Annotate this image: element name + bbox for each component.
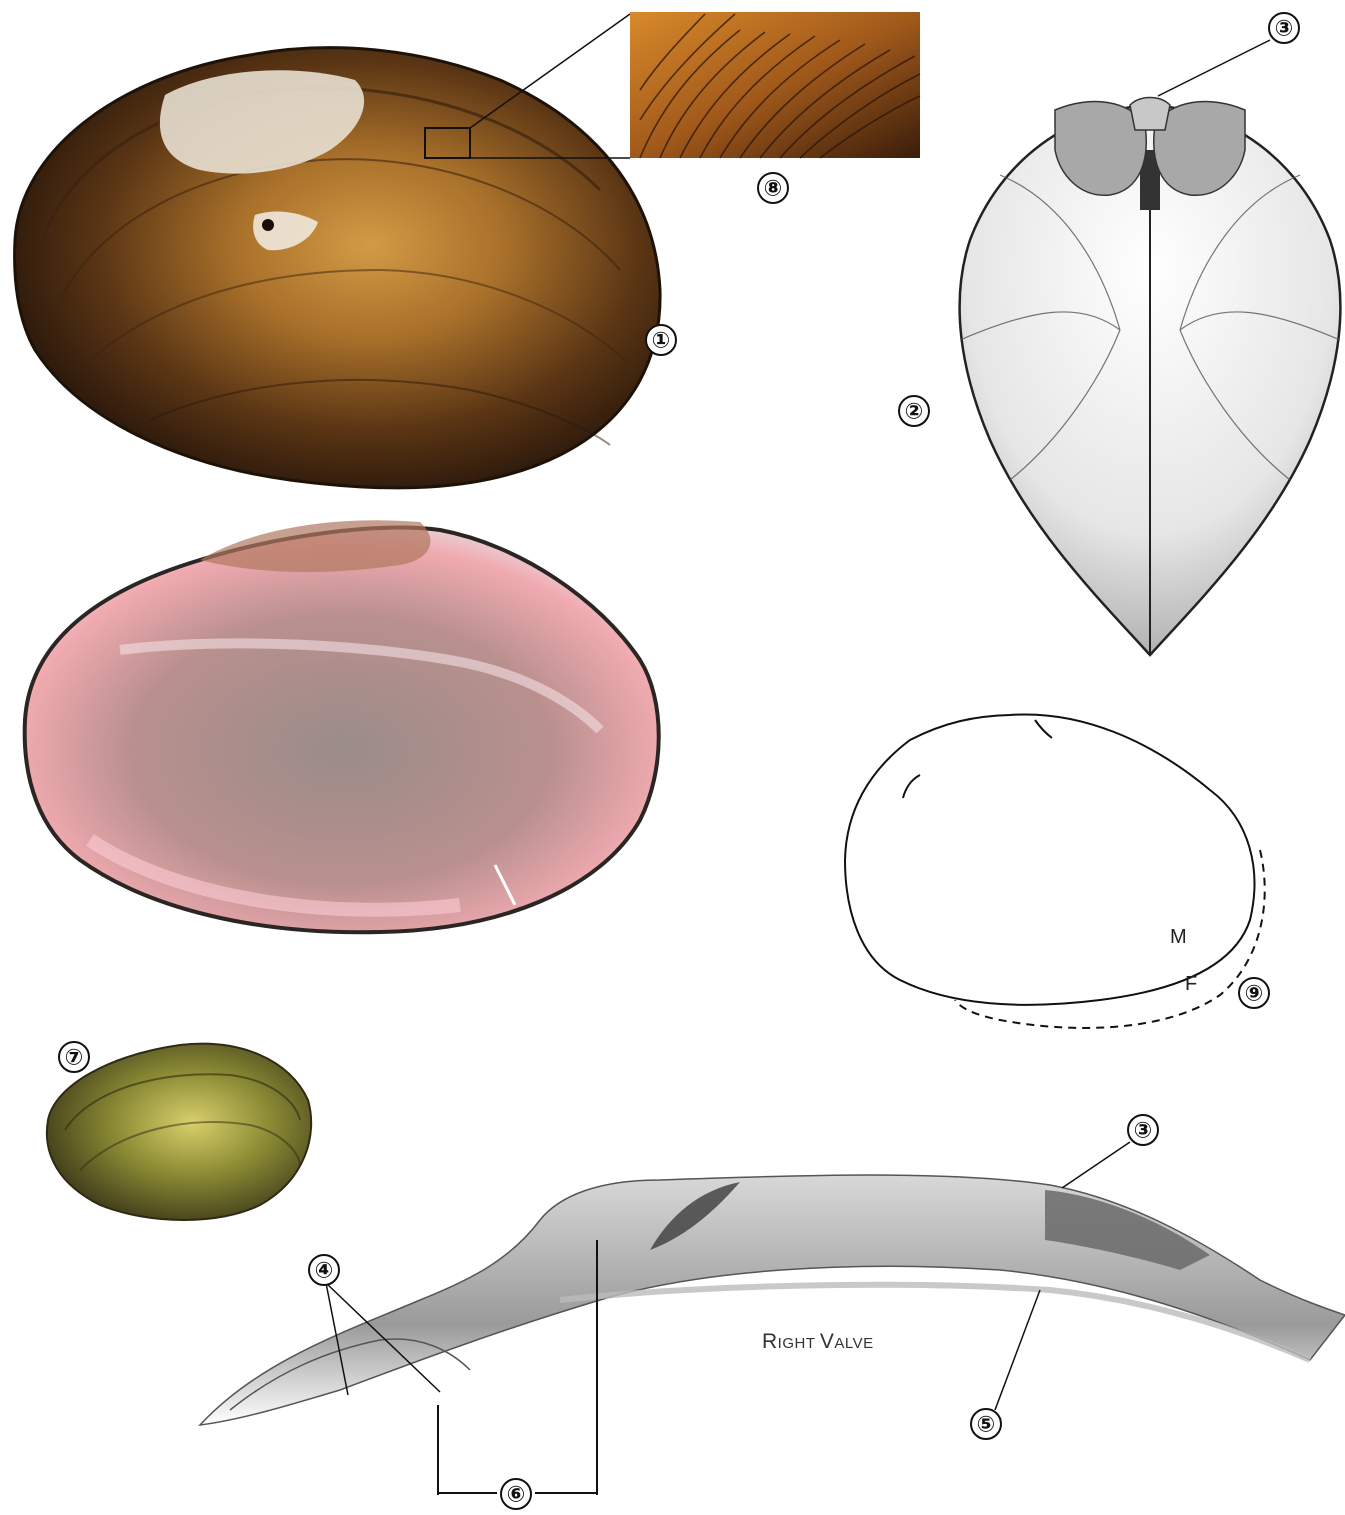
callout-7: ⑦ [59,1042,89,1072]
callout-1-text: ① [652,329,671,354]
right-valve-small-alve: ALVE [834,1335,873,1352]
callout-5-text: ⑤ [977,1413,996,1438]
leader-3-dorsal [1158,40,1270,96]
periostracum-closeup-inset [630,12,920,158]
callout-3-bottom: ③ [1128,1115,1158,1145]
callout-5: ⑤ [971,1409,1001,1439]
male-label: M [1170,926,1187,948]
shell-exterior-photo [15,14,661,488]
shell-interior-photo [25,520,659,932]
right-valve-small-ight: IGHT [778,1335,816,1352]
callout-3-top-text: ③ [1275,17,1294,42]
callout-9-text: ⑨ [1245,982,1264,1007]
shell-outline-dimorphism: M F [845,714,1265,1028]
female-label: F [1185,973,1197,995]
juvenile-shell-photo [47,1044,311,1220]
callout-1: ① [646,325,676,355]
leader-3-hinge [1062,1142,1130,1188]
right-valve-big-r: R [762,1330,778,1353]
callout-2-text: ② [905,400,924,425]
right-valve-label: RIGHT VALVE [762,1330,874,1353]
callout-2: ② [899,396,929,426]
female-outline [955,850,1265,1028]
callout-6-text: ⑥ [507,1483,526,1508]
callout-6: ⑥ [501,1479,531,1509]
callout-7-text: ⑦ [65,1046,84,1071]
callout-8-text: ⑧ [764,177,783,202]
callout-3-top: ③ [1269,13,1299,43]
right-valve-big-v: V [820,1330,835,1353]
callout-4: ④ [309,1255,339,1285]
leader-5 [995,1290,1040,1410]
callout-8: ⑧ [758,173,788,203]
male-outline [845,714,1254,1004]
hinge-teeth-drawing: RIGHT VALVE [200,1142,1345,1495]
callout-4-text: ④ [315,1259,334,1284]
dorsal-view-drawing [960,98,1341,656]
callout-9: ⑨ [1239,978,1269,1008]
callout-3-bottom-text: ③ [1134,1119,1153,1144]
